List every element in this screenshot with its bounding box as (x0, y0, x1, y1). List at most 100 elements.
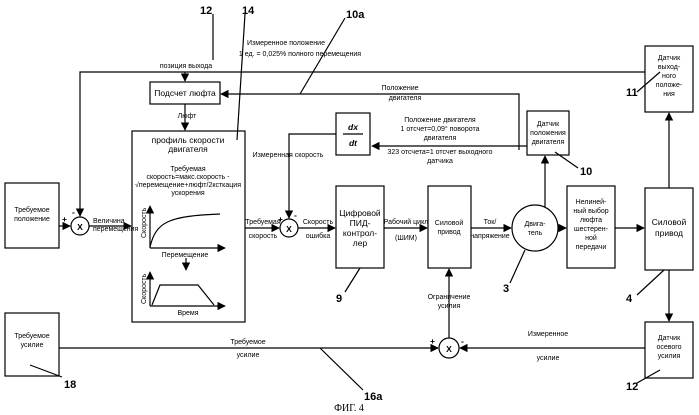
summing-junction-force: X + - (430, 336, 464, 358)
pid-controller-block: Цифровой ПИД- контрол- лер (336, 186, 384, 268)
svg-text:Требуемое: Требуемое (230, 338, 265, 346)
svg-text:+: + (62, 214, 67, 224)
svg-text:16a: 16a (364, 391, 383, 403)
svg-text:ПИД-: ПИД- (350, 218, 371, 228)
axial-force-sensor-block: Датчик осевого усилия (645, 322, 693, 378)
svg-text:10a: 10a (346, 9, 365, 21)
svg-text:Требуемое: Требуемое (14, 332, 49, 340)
svg-text:скорость: скорость (249, 233, 278, 240)
svg-text:Цифровой: Цифровой (339, 208, 381, 218)
svg-text:1 отсчет=0,09° поворота: 1 отсчет=0,09° поворота (401, 125, 480, 133)
svg-text:Ограничение: Ограничение (428, 294, 471, 301)
svg-text:Положение: Положение (382, 85, 419, 92)
svg-text:Силовой: Силовой (435, 219, 464, 227)
svg-text:осевого: осевого (656, 344, 681, 351)
svg-text:Подсчет люфта: Подсчет люфта (154, 88, 216, 98)
svg-text:11: 11 (626, 87, 638, 99)
svg-text:двигателя: двигателя (168, 144, 208, 154)
svg-text:Датчик: Датчик (537, 121, 560, 128)
required-position-block: Требуемое положение (5, 183, 59, 248)
svg-text:передачи: передачи (576, 244, 607, 251)
required-force-block: Требуемое усилие (5, 313, 59, 376)
svg-text:12: 12 (200, 5, 212, 17)
svg-text:Положение двигателя: Положение двигателя (404, 117, 476, 124)
svg-text:шестерен-: шестерен- (574, 226, 609, 233)
svg-text:привод: привод (437, 229, 460, 236)
svg-text:-: - (72, 207, 75, 217)
svg-text:ный выбор: ный выбор (573, 207, 608, 215)
svg-text:3: 3 (503, 283, 509, 295)
svg-text:Измеренное положение: Измеренное положение (247, 40, 325, 47)
motor-circle: Двига- тель (512, 205, 558, 251)
summing-junction-position: X + - (62, 207, 89, 235)
svg-text:ния: ния (663, 91, 675, 98)
svg-text:Требуемая: Требуемая (245, 218, 280, 226)
svg-text:323 отсчета=1 отсчет выходного: 323 отсчета=1 отсчет выходного (388, 149, 493, 156)
svg-text:-: - (461, 336, 464, 346)
svg-text:√перемещение+люфт/2ксткация: √перемещение+люфт/2ксткация (135, 181, 241, 189)
svg-text:dx: dx (348, 122, 359, 132)
svg-text:напряжение: напряжение (470, 233, 510, 240)
svg-text:положение: положение (14, 216, 50, 223)
svg-text:(ШИМ): (ШИМ) (395, 235, 417, 242)
power-drive-middle-block: Силовой привод (428, 186, 471, 268)
svg-text:9: 9 (336, 293, 342, 305)
backlash-calc-block: Подсчет люфта (150, 82, 220, 104)
svg-text:двигателя: двигателя (424, 135, 457, 142)
svg-text:позиция выхода: позиция выхода (160, 63, 212, 70)
svg-text:+: + (430, 336, 435, 346)
svg-text:Ток/: Ток/ (484, 219, 497, 226)
svg-text:ошибка: ошибка (306, 232, 331, 240)
svg-text:Силовой: Силовой (652, 217, 687, 227)
svg-text:Скорость: Скорость (141, 273, 148, 304)
svg-text:тель: тель (528, 230, 543, 237)
svg-text:Измеренная скорость: Измеренная скорость (253, 152, 324, 159)
svg-text:Скорость: Скорость (303, 219, 334, 226)
svg-text:4: 4 (626, 293, 633, 305)
svg-text:положе-: положе- (656, 82, 683, 89)
svg-text:лер: лер (353, 238, 368, 248)
figure-caption: ФИГ. 4 (334, 403, 364, 414)
derivative-block: dx dt (336, 113, 370, 155)
svg-text:X: X (77, 222, 83, 232)
svg-text:усилия: усилия (438, 303, 461, 310)
svg-text:усилие: усилие (237, 352, 260, 359)
svg-text:ускорения: ускорения (171, 190, 205, 197)
svg-text:X: X (446, 344, 452, 354)
svg-text:dt: dt (349, 138, 358, 148)
svg-text:10: 10 (580, 166, 592, 178)
svg-text:Измеренное: Измеренное (528, 331, 568, 338)
svg-text:Рабочий цикл: Рабочий цикл (384, 218, 429, 226)
svg-text:Время: Время (177, 310, 198, 317)
svg-text:X: X (286, 224, 292, 234)
svg-text:Нелиней-: Нелиней- (576, 198, 607, 206)
svg-text:14: 14 (242, 5, 255, 17)
svg-text:датчика: датчика (427, 158, 453, 165)
svg-text:Требуемое: Требуемое (14, 206, 49, 214)
gear-backlash-block: Нелиней- ный выбор люфта шестерен- ной п… (567, 186, 615, 268)
motor-position-sensor-block: Датчик положения двигателя (527, 111, 569, 155)
speed-profile-block: профиль скорости двигателя Требуемая ско… (132, 131, 245, 322)
power-drive-right-block: Силовой привод (645, 188, 693, 270)
svg-text:контрол-: контрол- (343, 228, 377, 238)
svg-text:ной: ной (585, 234, 597, 242)
svg-text:скорость=макс.скорость -: скорость=макс.скорость - (146, 174, 230, 181)
svg-text:Величина: Величина (93, 218, 125, 225)
svg-text:18: 18 (64, 379, 76, 391)
svg-text:усилие: усилие (537, 355, 560, 362)
svg-text:-: - (294, 210, 297, 220)
svg-text:привод: привод (655, 228, 683, 238)
svg-text:Скорость: Скорость (141, 207, 148, 238)
svg-text:положения: положения (530, 130, 566, 137)
svg-text:ного: ного (662, 73, 676, 80)
svg-text:Перемещение: Перемещение (162, 252, 209, 259)
svg-text:перемещения: перемещения (93, 226, 139, 233)
svg-text:двигателя: двигателя (532, 139, 565, 146)
svg-text:Требуемая: Требуемая (170, 165, 205, 173)
svg-text:люфта: люфта (580, 217, 602, 224)
svg-text:Люфт: Люфт (178, 113, 197, 120)
svg-text:двигателя: двигателя (389, 95, 422, 102)
svg-text:Датчик: Датчик (658, 335, 681, 342)
svg-text:Двига-: Двига- (525, 221, 547, 228)
